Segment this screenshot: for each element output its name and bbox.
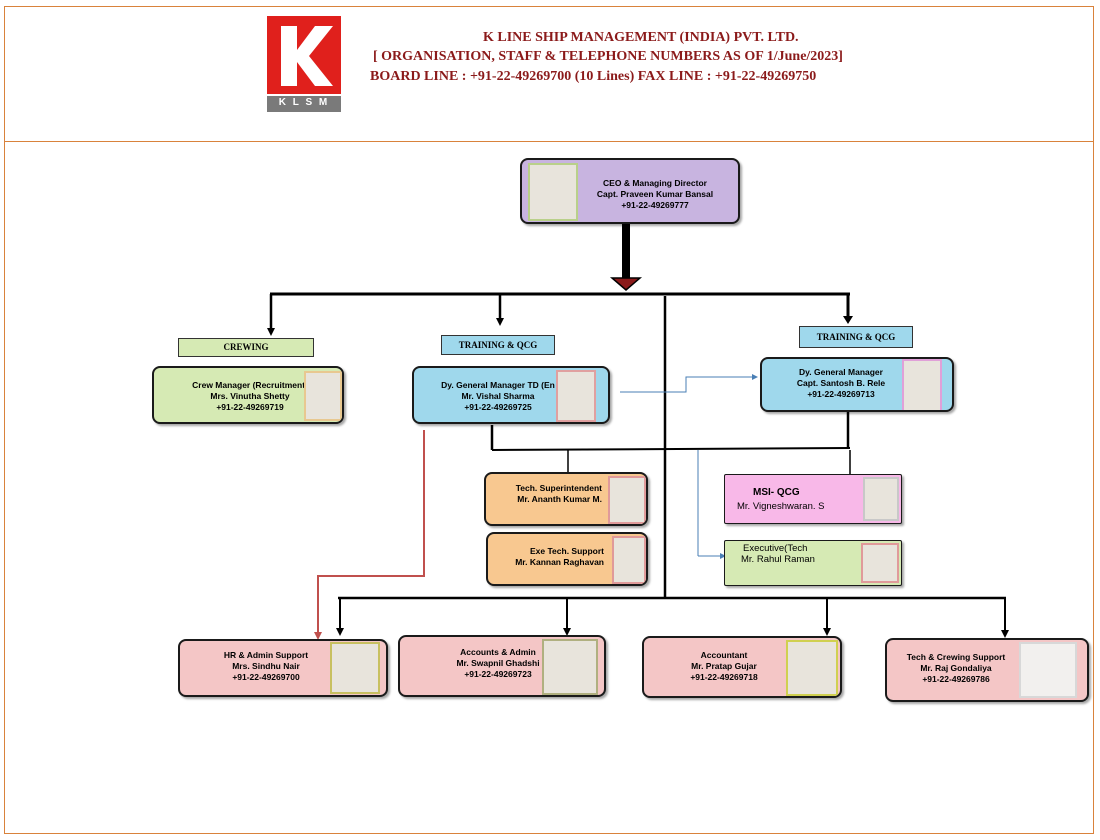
accountant-phone: +91-22-49269718 <box>690 672 758 682</box>
hr-phone: +91-22-49269700 <box>232 672 300 682</box>
dgm-td-phone: +91-22-49269725 <box>464 402 532 412</box>
tech-super-photo <box>608 476 646 524</box>
dgm-right-photo <box>902 359 942 410</box>
dgm-right-phone: +91-22-49269713 <box>807 389 875 399</box>
tech-super-title: Tech. Superintendent <box>515 483 602 493</box>
msi-name: Mr. Vigneshwaran. S <box>737 501 825 512</box>
ceo-photo <box>528 163 578 221</box>
board-line: BOARD LINE : +91-22-49269700 (10 Lines) … <box>370 69 817 84</box>
ceo-box: CEO & Managing Director Capt. Praveen Ku… <box>520 158 740 224</box>
klsm-logo: K L S M <box>267 16 341 112</box>
exe-tech-photo <box>612 536 646 584</box>
exe-tech-name: Mr. Kannan Raghavan <box>515 557 604 567</box>
crew-manager-phone: +91-22-49269719 <box>216 402 284 412</box>
dgm-td-box: Dy. General Manager TD (En Mr. Vishal Sh… <box>412 366 610 424</box>
accounts-box: Accounts & Admin Mr. Swapnil Ghadshi +91… <box>398 635 606 697</box>
tech-crewing-name: Mr. Raj Gondaliya <box>920 663 992 673</box>
tech-crewing-photo <box>1019 642 1077 698</box>
accounts-photo <box>542 639 598 695</box>
tech-crewing-title: Tech & Crewing Support <box>906 652 1006 662</box>
ceo-title: CEO & Managing Director <box>603 178 707 188</box>
company-name: K LINE SHIP MANAGEMENT (INDIA) PVT. LTD. <box>483 30 799 45</box>
exe-tech-title: Exe Tech. Support <box>530 546 604 556</box>
exe-tech-box: Exe Tech. Support Mr. Kannan Raghavan <box>486 532 648 586</box>
exec-tech-name: Mr. Rahul Raman <box>741 554 815 565</box>
section-training-right: TRAINING & QCG <box>799 326 913 348</box>
page-frame <box>4 6 1094 834</box>
tech-super-box: Tech. Superintendent Mr. Ananth Kumar M. <box>484 472 648 526</box>
hr-title: HR & Admin Support <box>223 650 309 660</box>
crew-manager-title: Crew Manager (Recruitment) <box>192 380 308 390</box>
dgm-td-title: Dy. General Manager TD (En <box>441 380 555 390</box>
ceo-arrow-head <box>609 277 643 291</box>
red-link <box>317 430 425 634</box>
dgm-right-box: Dy. General Manager Capt. Santosh B. Rel… <box>760 357 954 412</box>
accounts-name: Mr. Swapnil Ghadshi <box>456 658 540 668</box>
dgm-td-name: Mr. Vishal Sharma <box>461 391 535 401</box>
accounts-phone: +91-22-49269723 <box>464 669 532 679</box>
ceo-name: Capt. Praveen Kumar Bansal <box>596 189 714 199</box>
mid-bar <box>491 447 851 451</box>
dgm-right-name: Capt. Santosh B. Rele <box>796 378 886 388</box>
accounts-title: Accounts & Admin <box>460 647 536 657</box>
crew-manager-box: Crew Manager (Recruitment) Mrs. Vinutha … <box>152 366 344 424</box>
tech-super-name: Mr. Ananth Kumar M. <box>517 494 602 504</box>
exec-tech-photo <box>861 543 899 583</box>
logo-text: K L S M <box>278 97 330 108</box>
hr-box: HR & Admin Support Mrs. Sindhu Nair +91-… <box>178 639 388 697</box>
msi-title: MSI- QCG <box>753 487 800 498</box>
msi-photo <box>863 477 899 521</box>
blue-link <box>620 376 752 393</box>
document-subtitle: [ ORGANISATION, STAFF & TELEPHONE NUMBER… <box>373 49 843 64</box>
accountant-photo <box>786 640 838 696</box>
section-training-left: TRAINING & QCG <box>441 335 555 355</box>
crew-manager-name: Mrs. Vinutha Shetty <box>210 391 290 401</box>
accountant-name: Mr. Pratap Gujar <box>691 661 757 671</box>
klsm-logo-graphic <box>267 16 341 112</box>
hr-photo <box>330 642 380 694</box>
header-separator <box>4 141 1094 142</box>
msi-box: MSI- QCG Mr. Vigneshwaran. S <box>724 474 902 524</box>
tech-crewing-phone: +91-22-49269786 <box>922 674 990 684</box>
dgm-right-title: Dy. General Manager <box>799 367 883 377</box>
dgm-td-photo <box>556 370 596 422</box>
crew-manager-photo <box>304 371 342 421</box>
tech-crewing-box: Tech & Crewing Support Mr. Raj Gondaliya… <box>885 638 1089 702</box>
ceo-arrow-shaft <box>622 223 630 278</box>
accountant-box: Accountant Mr. Pratap Gujar +91-22-49269… <box>642 636 842 698</box>
exec-tech-box: Executive(Tech Mr. Rahul Raman <box>724 540 902 586</box>
ceo-phone: +91-22-49269777 <box>621 200 689 210</box>
section-crewing: CREWING <box>178 338 314 357</box>
hr-name: Mrs. Sindhu Nair <box>232 661 300 671</box>
accountant-title: Accountant <box>700 650 748 660</box>
exec-tech-title: Executive(Tech <box>743 543 808 554</box>
